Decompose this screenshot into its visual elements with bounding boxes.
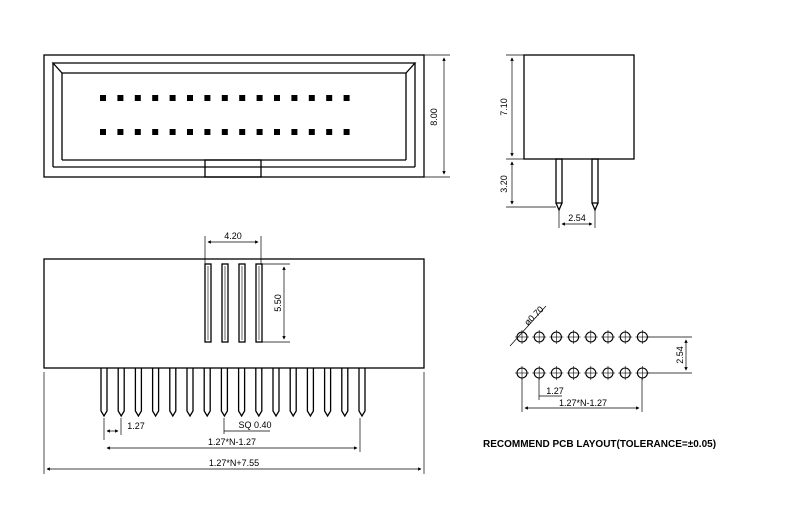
dim-span-label: 1.27*N-1.27 — [559, 398, 607, 408]
front-view-pin — [289, 368, 297, 418]
dim-key-width-label: 4.20 — [224, 231, 242, 241]
front-view-body — [43, 258, 425, 369]
top-view-pin — [152, 95, 159, 101]
side-view-pin-left — [555, 158, 563, 204]
top-view-pin — [204, 95, 211, 101]
front-view-pin — [151, 368, 160, 418]
top-view-pin — [343, 95, 350, 101]
dim-key-height-label: 5.50 — [273, 294, 283, 312]
top-view-upper-wall — [51, 62, 417, 74]
top-view-pin — [256, 129, 263, 135]
hole-diameter-leader — [509, 305, 547, 347]
front-view-pin — [272, 368, 280, 418]
top-view-pin-array — [100, 95, 350, 135]
top-view-pin — [308, 95, 315, 101]
top-view-pin — [134, 95, 141, 101]
dim-pin-pitch-label: 2.54 — [568, 213, 586, 223]
top-view-pin — [169, 95, 176, 101]
front-view-pin — [100, 368, 108, 418]
top-view-pin — [221, 95, 228, 101]
front-view — [43, 236, 425, 474]
key-rib — [204, 263, 212, 343]
top-view-pin — [291, 95, 298, 101]
pcb-layout-note: RECOMMEND PCB LAYOUT(TOLERANCE=±0.05) — [483, 439, 716, 450]
key-ribs — [204, 263, 263, 343]
dim-pin-square-label: SQ 0.40 — [238, 420, 271, 430]
front-view-pin — [255, 368, 263, 418]
front-view-pin — [306, 368, 315, 418]
polarization-key-slot — [204, 159, 262, 178]
front-view-pin — [323, 368, 332, 418]
top-view-pin — [274, 129, 280, 135]
top-view-pin — [326, 129, 333, 135]
front-view-pin — [117, 368, 125, 418]
front-view-pin — [220, 368, 229, 418]
top-view-pin — [117, 129, 124, 135]
top-view-pin — [308, 129, 315, 135]
top-view — [43, 54, 450, 178]
top-view-pin — [256, 95, 263, 101]
dim-total-label: 1.27*N+7.55 — [209, 458, 259, 468]
pcb-hole-array — [515, 330, 650, 380]
side-view-pin-right — [591, 158, 599, 204]
front-view-pin — [341, 368, 349, 418]
top-view-pin — [169, 129, 176, 135]
key-rib — [238, 263, 246, 343]
top-view-pin — [204, 129, 211, 135]
top-view-pin — [187, 95, 193, 101]
dim-hole-label: ø0.70 — [522, 304, 545, 327]
dim-span-label: 1.27*N-1.27 — [208, 437, 256, 447]
dim-row-pitch-label: 2.54 — [675, 346, 685, 364]
dim-pin-length-label: 3.20 — [499, 175, 509, 193]
top-view-pin — [239, 95, 246, 101]
pin-tip — [555, 202, 563, 212]
top-view-pin — [239, 129, 246, 135]
top-view-pin — [100, 129, 106, 135]
front-view-pin — [186, 368, 194, 418]
side-view — [506, 54, 635, 228]
pin-tip — [591, 202, 599, 212]
front-view-pin — [169, 368, 177, 418]
top-view-pin — [100, 95, 106, 101]
top-view-pin — [187, 129, 193, 135]
front-view-pin-array — [100, 368, 366, 418]
front-view-pin — [237, 368, 246, 418]
top-view-pin — [326, 95, 333, 101]
top-view-pin — [117, 95, 124, 101]
dim-pitch-label: 1.27 — [546, 386, 564, 396]
top-view-pin — [221, 129, 228, 135]
dim-pitch-label: 1.27 — [127, 421, 145, 431]
key-rib — [255, 263, 263, 343]
front-view-pin — [358, 368, 366, 418]
key-rib — [221, 263, 229, 343]
dim-body-height-label: 7.10 — [499, 98, 509, 116]
top-view-pin — [152, 129, 159, 135]
front-view-pin — [203, 368, 211, 418]
side-view-body — [523, 54, 635, 160]
top-view-pin — [343, 129, 350, 135]
pcb-layout — [509, 305, 692, 412]
top-view-pin — [274, 95, 280, 101]
top-view-pin — [134, 129, 141, 135]
top-view-pin — [291, 129, 298, 135]
dim-height-label: 8.00 — [429, 108, 439, 126]
front-view-pin — [134, 368, 143, 418]
